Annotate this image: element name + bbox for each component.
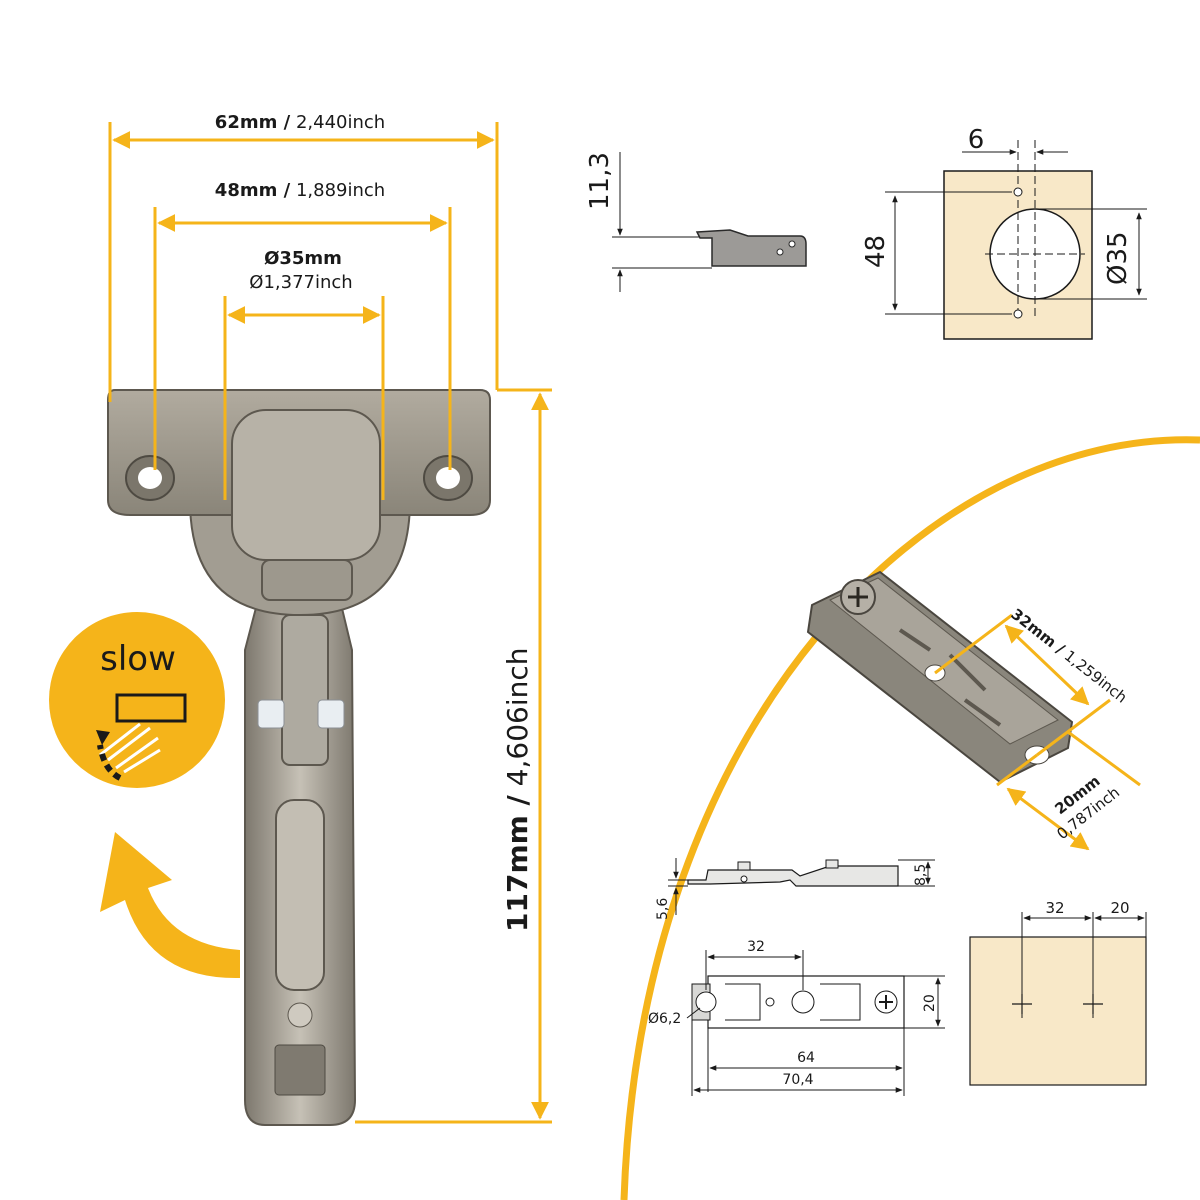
svg-text:48mm / 1,889inch: 48mm / 1,889inch [215, 180, 385, 201]
dim-117mm-value: 117mm / [501, 794, 534, 932]
hinge-damper [275, 799, 325, 991]
plate-side-base-height: 5,6 [655, 898, 671, 920]
plate-length-inner: 64 [797, 1050, 815, 1066]
hinge-illustration [107, 389, 491, 1126]
soft-close-icon [96, 693, 187, 781]
cup-depth-label: 11,3 [585, 152, 615, 210]
slow-badge: slow [49, 612, 225, 788]
svg-text:62mm / 2,440inch: 62mm / 2,440inch [215, 112, 385, 133]
slow-label: slow [100, 639, 176, 679]
dim-35mm-value: Ø35mm [264, 248, 342, 269]
curved-arrow [100, 832, 240, 979]
plate-hole-diameter: Ø6,2 [648, 1011, 681, 1027]
plate-hole-spacing-mm: 32mm / [1008, 605, 1069, 658]
mounting-plate-illustration [806, 570, 1074, 784]
cup-top-drawing [885, 140, 1147, 340]
dim-35mm-inch: Ø1,377inch [249, 272, 352, 293]
cup-offset-label: 6 [968, 125, 985, 155]
cup-hole-spacing-label: 48 [861, 235, 891, 268]
dim-62mm-value: 62mm / [215, 112, 291, 133]
dim-117mm-inch: 4,606inch [501, 647, 534, 786]
plate-length-total: 70,4 [782, 1072, 813, 1088]
mounting-plate-photo-dims [934, 613, 1141, 851]
svg-text:117mm / 4,606inch: 117mm / 4,606inch [501, 647, 534, 932]
hinge-boss [231, 409, 381, 561]
hinge-dimension-lines [108, 122, 552, 1124]
hinge-spring [261, 559, 353, 601]
plate-width: 20 [922, 994, 938, 1012]
cup-diameter-label: Ø35 [1103, 231, 1133, 285]
drilling-template [969, 912, 1147, 1086]
template-spacing-b: 20 [1110, 899, 1129, 917]
plate-top-spacing: 32 [747, 939, 765, 955]
mounting-plate-top-drawing [686, 950, 945, 1096]
cup-side-drawing [612, 152, 807, 292]
decorative-arc [620, 436, 1200, 1200]
template-spacing-a: 32 [1045, 899, 1064, 917]
plate-side-total-height: 8,5 [913, 864, 929, 886]
plate-hole-spacing-inch: 1,259inch [1061, 647, 1131, 707]
dim-48mm-inch: 1,889inch [296, 180, 385, 201]
dim-62mm-inch: 2,440inch [296, 112, 385, 133]
dim-48mm-value: 48mm / [215, 180, 291, 201]
mounting-plate-side-drawing [668, 858, 935, 915]
